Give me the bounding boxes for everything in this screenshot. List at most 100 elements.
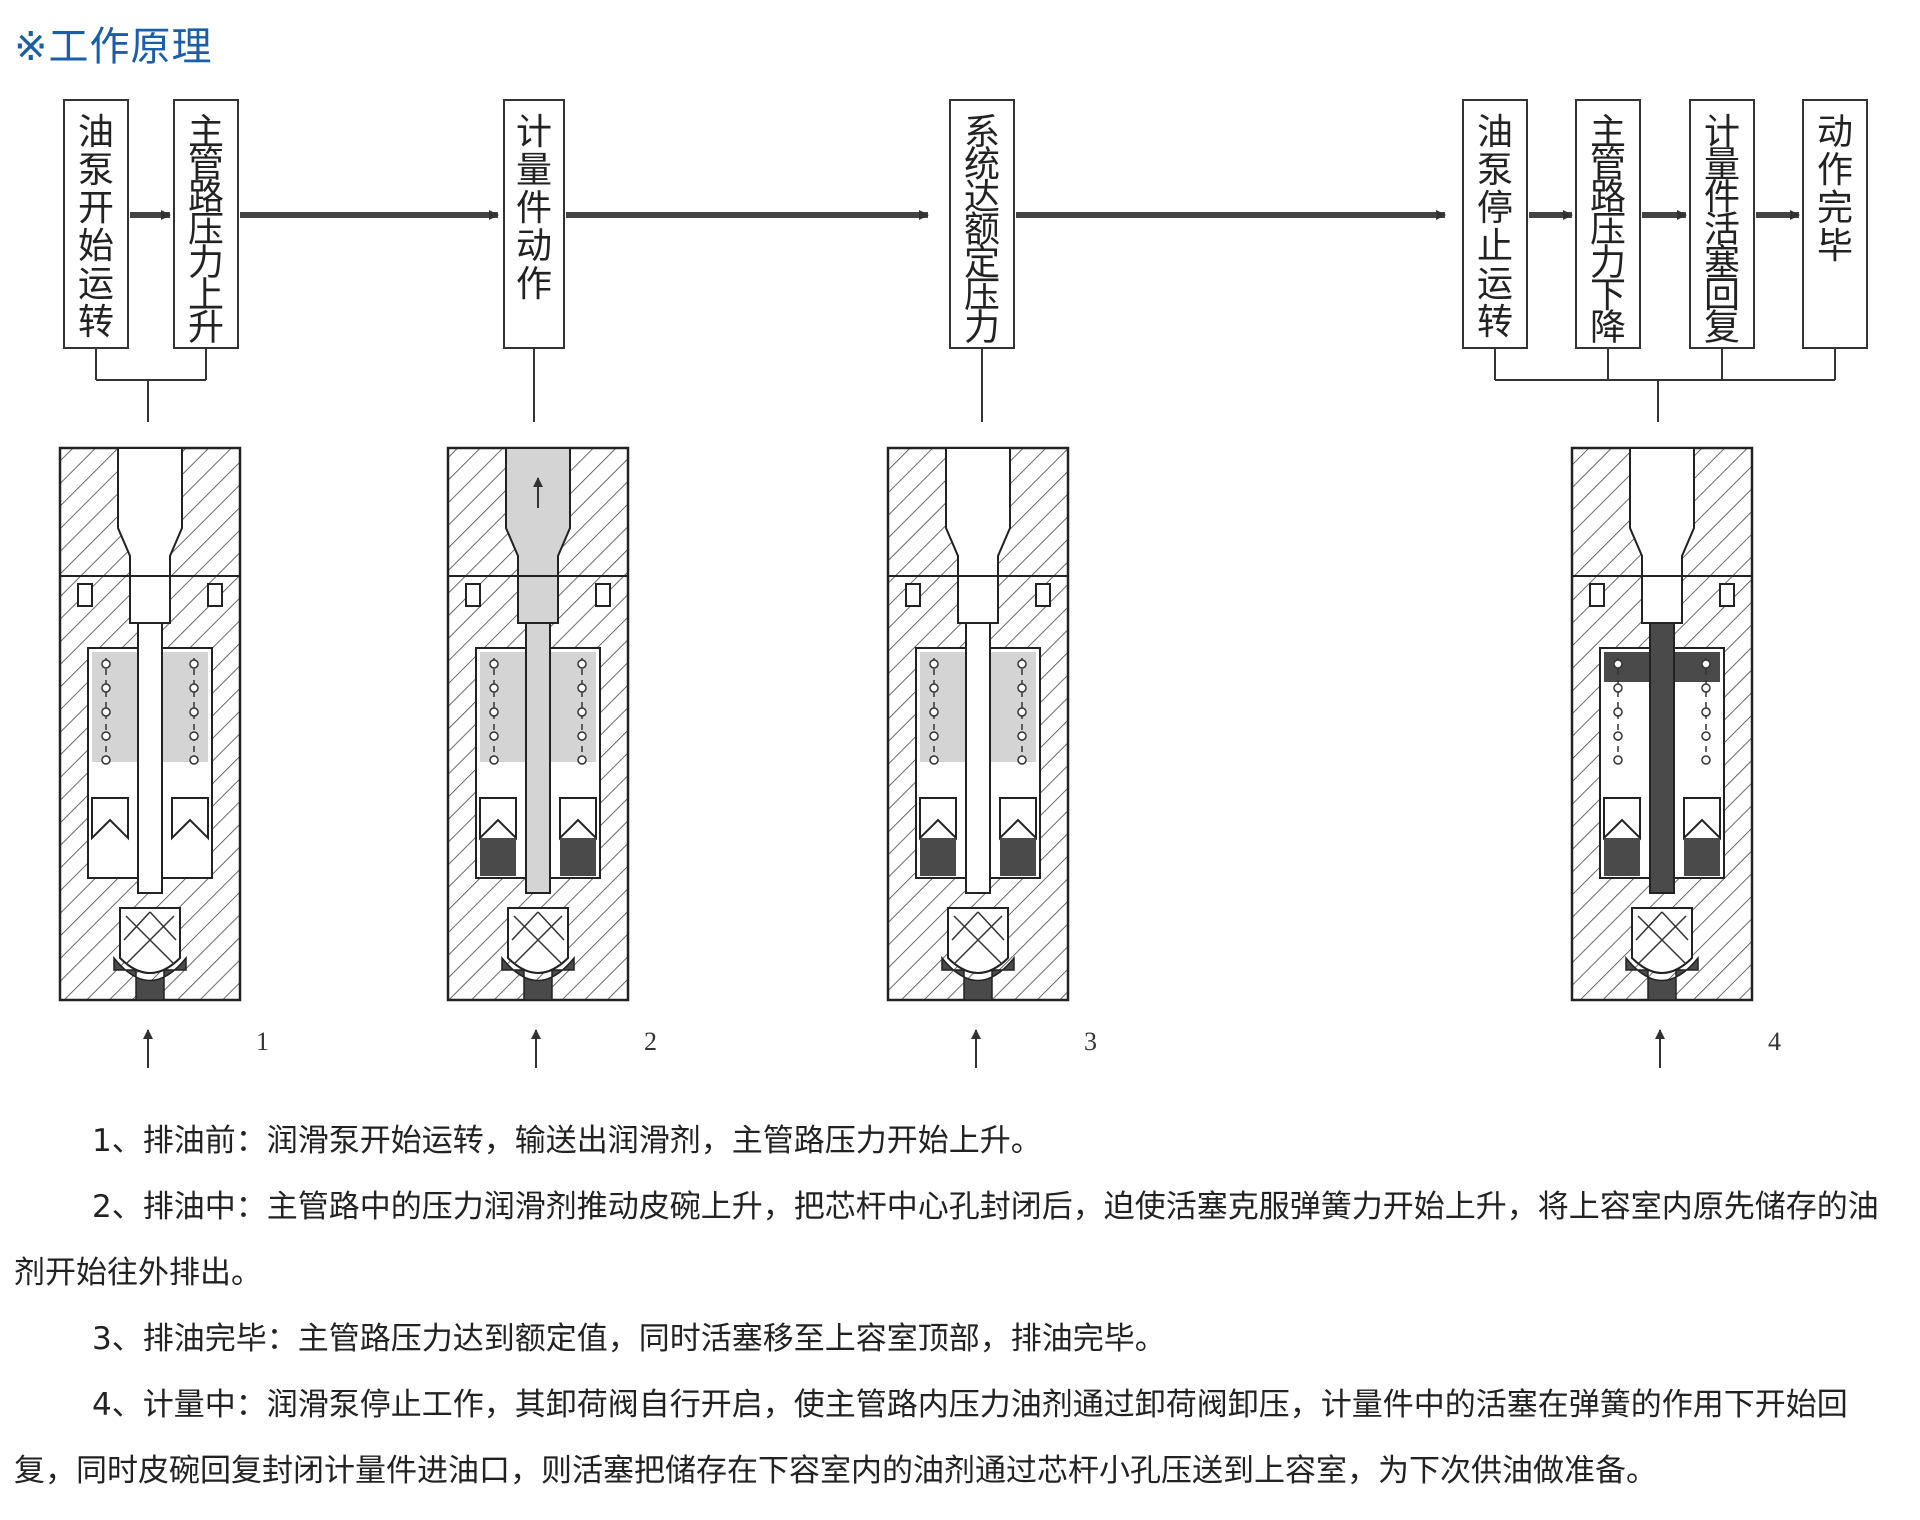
spring-coil <box>489 683 499 693</box>
piston-cup <box>999 797 1037 841</box>
flow-chart: 油泵开始运转 主管路压力上升 计量件动作 系统达额定压力 油泵停止运转 主管路压力下降 计量… <box>63 99 1868 422</box>
valve-figure-3: 3 <box>886 446 1097 1068</box>
seal-right <box>207 583 223 607</box>
spring-coil <box>577 683 587 693</box>
piston-cup <box>479 797 517 841</box>
lower-chamber-oil <box>920 838 956 876</box>
flow-box-label: 油泵停止运转 <box>1477 112 1513 343</box>
cup-crosshatch <box>1635 911 1689 965</box>
core-rod <box>1649 622 1675 894</box>
spring-coil <box>929 731 939 741</box>
working-principle-diagram: 油泵开始运转 主管路压力上升 计量件动作 系统达额定压力 油泵停止运转 主管路压力下降 计量… <box>58 99 1868 1068</box>
desc-step-1: 1、排油前：润滑泵开始运转，输送出润滑剂，主管路压力开始上升。 <box>92 1123 1042 1159</box>
spring-coil <box>489 707 499 717</box>
lower-chamber-oil <box>1000 838 1036 876</box>
lower-chamber-oil <box>560 838 596 876</box>
spring-coil <box>189 659 199 669</box>
spring-coil <box>929 755 939 765</box>
page-title: ※工作原理 <box>14 24 213 70</box>
connector-fig4 <box>1494 348 1836 422</box>
spring-coil <box>101 707 111 717</box>
spring-coil <box>1613 683 1623 693</box>
desc-step-3: 3、排油完毕：主管路压力达到额定值，同时活塞移至上容室顶部，排油完毕。 <box>92 1321 1166 1357</box>
figure-number-4: 4 <box>1768 1027 1781 1056</box>
lower-chamber-oil <box>480 838 516 876</box>
spring-coil <box>1701 659 1711 669</box>
flow-box-label: 主管路压力上升 <box>188 112 224 348</box>
spring-coil <box>1017 731 1027 741</box>
valve-figure-2: 2 <box>446 446 657 1068</box>
piston-cup <box>91 797 129 841</box>
piston-cup <box>559 797 597 841</box>
flow-box-b2: 主管路压力上升 <box>173 99 239 349</box>
desc-step-4: 4、计量中：润滑泵停止工作，其卸荷阀自行开启，使主管路内压力油剂通过卸荷阀卸压，… <box>14 1387 1848 1489</box>
spring-coil <box>489 755 499 765</box>
spring-coil <box>189 731 199 741</box>
seal-left <box>905 583 921 607</box>
seal-left <box>1589 583 1605 607</box>
spring-coil <box>929 707 939 717</box>
connector-fig1 <box>95 348 207 422</box>
spring-coil <box>577 731 587 741</box>
valve-figure-4: 4 <box>1570 446 1781 1068</box>
spring-coil <box>1017 683 1027 693</box>
flow-box-b4: 系统达额定压力 <box>949 99 1015 349</box>
spring-coil <box>189 683 199 693</box>
spring-coil <box>1613 755 1623 765</box>
spring-coil <box>929 683 939 693</box>
spring-coil <box>577 755 587 765</box>
seal-left <box>465 583 481 607</box>
seal-right <box>1719 583 1735 607</box>
spring-coil <box>489 731 499 741</box>
flow-box-frame <box>1802 99 1868 349</box>
spring-coil <box>1613 707 1623 717</box>
spring-coil <box>1701 731 1711 741</box>
seal-left <box>77 583 93 607</box>
inlet-oil <box>1625 955 1699 1001</box>
cup-crosshatch <box>951 911 1005 965</box>
piston-cup <box>1683 797 1721 841</box>
cup-crosshatch <box>123 911 177 965</box>
spring-coil <box>189 755 199 765</box>
core-rod <box>137 622 163 894</box>
flow-box-frame <box>503 99 565 349</box>
top-outlet-bore <box>945 447 1011 624</box>
inlet-oil <box>501 955 575 1001</box>
spring-coil <box>101 683 111 693</box>
flow-box-label: 计量件活塞回复 <box>1704 112 1740 348</box>
top-outlet-bore <box>1629 447 1695 624</box>
lower-chamber-oil <box>1604 838 1640 876</box>
flow-box-frame <box>173 99 239 349</box>
piston-cup <box>171 797 209 841</box>
flow-box-frame <box>1689 99 1755 349</box>
cup-crosshatch <box>511 911 565 965</box>
lower-chamber-oil <box>1684 838 1720 876</box>
flow-box-label: 主管路压力下降 <box>1590 112 1626 348</box>
seal-right <box>595 583 611 607</box>
piston-cup <box>1603 797 1641 841</box>
spring-coil <box>577 707 587 717</box>
spring-coil <box>101 731 111 741</box>
figure-number-3: 3 <box>1084 1027 1097 1056</box>
top-outlet-bore <box>117 447 183 624</box>
flow-box-label: 油泵开始运转 <box>78 112 114 343</box>
spring-coil <box>1017 659 1027 669</box>
desc-step-2: 2、排油中：主管路中的压力润滑剂推动皮碗上升，把芯杆中心孔封闭后，迫使活塞克服弹… <box>14 1189 1879 1291</box>
valve-figures: 1 2 3 4 <box>58 446 1781 1068</box>
spring-coil <box>929 659 939 669</box>
spring-coil <box>1613 659 1623 669</box>
flow-box-b8: 动作完毕 <box>1802 99 1868 349</box>
figure-number-1: 1 <box>256 1027 269 1056</box>
figure-number-2: 2 <box>644 1027 657 1056</box>
flow-box-label: 计量件动作 <box>516 112 552 305</box>
spring-coil <box>189 707 199 717</box>
spring-coil <box>1017 755 1027 765</box>
inlet-oil <box>941 955 1015 1001</box>
seal-right <box>1035 583 1051 607</box>
core-rod <box>965 622 991 894</box>
valve-figure-1: 1 <box>58 446 269 1068</box>
flow-box-b7: 计量件活塞回复 <box>1689 99 1755 349</box>
spring-coil <box>489 659 499 669</box>
spring-coil <box>1613 731 1623 741</box>
spring-coil <box>1017 707 1027 717</box>
